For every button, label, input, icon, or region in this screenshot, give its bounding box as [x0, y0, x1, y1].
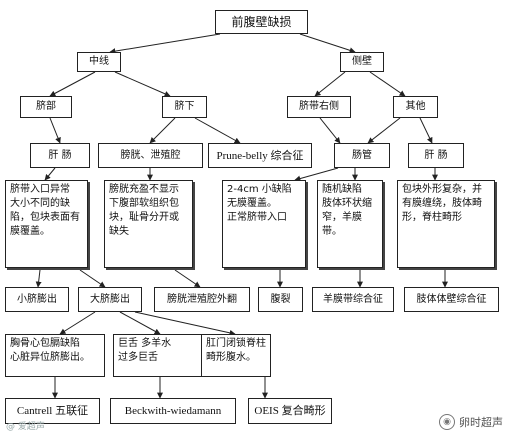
node-large-omphalocele: 大脐膨出	[78, 287, 142, 312]
watermark: ◉ 卵时超声	[439, 414, 503, 430]
edge-lateral-other	[369, 71, 406, 97]
watermark-left: @ 爱超声	[6, 422, 45, 432]
node-oeis-desc: 肛门闭锁脊柱畸形腹水。	[201, 334, 271, 377]
node-body-stalk: 肢体体壁综合征	[404, 287, 499, 312]
edge-gut-gastro	[294, 167, 339, 182]
edge-midline-infra	[114, 71, 171, 97]
edge-omphdesc-small	[35, 269, 42, 288]
edge-lateral-right	[314, 71, 346, 97]
node-other: 其他	[393, 96, 438, 118]
node-gut: 肠管	[334, 143, 390, 168]
node-umbilical: 脐部	[20, 96, 72, 118]
node-bladder-exstrophy: 膀胱泄殖腔外翻	[154, 287, 250, 312]
node-root: 前腹壁缺损	[215, 10, 308, 34]
node-gastroschisis-desc: 2-4cm 小缺陷 无膜覆盖。 正常脐带入口	[222, 180, 306, 268]
edge-bladderdesc-exstrophy	[174, 269, 201, 288]
node-gastroschisis: 腹裂	[258, 287, 303, 312]
edge-right-gut	[319, 117, 341, 144]
node-liver-gut-2: 肝 肠	[408, 143, 464, 168]
edge-omphdesc-large	[79, 269, 106, 288]
edge-infra-bladder	[149, 117, 176, 144]
node-pentalogy-desc: 胸骨心包膈缺陷 心脏异位脐膨出。	[5, 334, 105, 377]
node-bladder-cloaca: 膀胱、泄殖腔	[98, 143, 203, 168]
edge-midline-umbilical	[49, 71, 96, 97]
node-small-omphalocele: 小脐膨出	[5, 287, 69, 312]
edge-other-gut	[367, 117, 401, 144]
node-lateral: 侧壁	[340, 52, 384, 72]
node-bws-desc: 巨舌 多羊水 过多巨舌	[113, 334, 205, 377]
edge-livergut-desc	[44, 167, 56, 181]
edge-large-pentalogy	[59, 311, 96, 335]
node-complex-desc: 包块外形复杂，并有膜缠绕，肢体畸形，脊柱畸形	[397, 180, 495, 268]
watermark-text: 卵时超声	[459, 416, 503, 429]
edge-infra-prune	[194, 117, 241, 144]
node-omphalocele-desc: 脐带入口异常 大小不同的缺陷，包块表面有膜覆盖。	[5, 180, 88, 268]
node-midline: 中线	[77, 52, 121, 72]
node-amniotic-band: 羊膜带综合征	[312, 287, 394, 312]
edge-root-lateral	[299, 33, 356, 54]
wechat-icon: ◉	[439, 414, 455, 430]
node-oeis: OEIS 复合畸形	[248, 398, 332, 424]
edge-umb-livergut	[49, 117, 61, 144]
edge-large-bws	[119, 311, 161, 335]
node-prune-belly: Prune-belly 综合征	[208, 143, 312, 168]
node-bladder-desc: 膀胱充盈不显示 下腹部软组织包块，耻骨分开或缺失	[104, 180, 193, 268]
node-random-desc: 随机缺陷 肢体环状缩窄，羊膜带。	[317, 180, 383, 268]
edge-other-livergut2	[419, 117, 433, 144]
node-beckwith: Beckwith-wiedamann	[110, 398, 236, 424]
edge-root-midline	[109, 33, 221, 55]
node-infraumbilical: 脐下	[162, 96, 207, 118]
node-right-umbilical: 脐带右侧	[287, 96, 351, 118]
edge-large-oeis	[134, 311, 236, 336]
node-cantrell: Cantrell 五联征	[5, 398, 100, 424]
node-liver-gut: 肝 肠	[30, 143, 90, 168]
